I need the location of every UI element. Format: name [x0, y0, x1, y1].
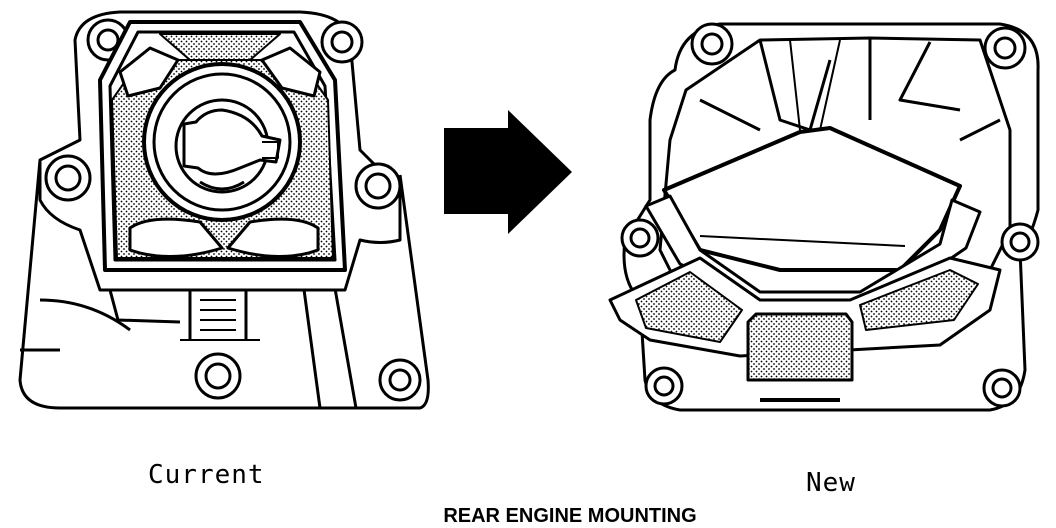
bolt-hole — [194, 352, 242, 400]
bolt-hole — [1000, 222, 1040, 262]
bolt-hole — [620, 218, 660, 258]
bolt-hole — [982, 368, 1022, 408]
new-label: New — [806, 468, 856, 498]
bolt-hole — [690, 22, 734, 66]
current-mount-illustration — [18, 10, 430, 410]
bolt-hole — [354, 162, 402, 210]
bolt-hole — [44, 154, 92, 202]
current-label: Current — [148, 460, 265, 490]
bolt-hole — [983, 26, 1027, 70]
bolt-hole — [644, 366, 684, 406]
diagram-caption: REAR ENGINE MOUNTING — [443, 505, 697, 527]
bolt-hole — [378, 358, 422, 402]
arrow-right-icon — [444, 110, 572, 234]
bolt-hole — [320, 20, 364, 64]
new-mount-illustration — [608, 22, 1040, 412]
